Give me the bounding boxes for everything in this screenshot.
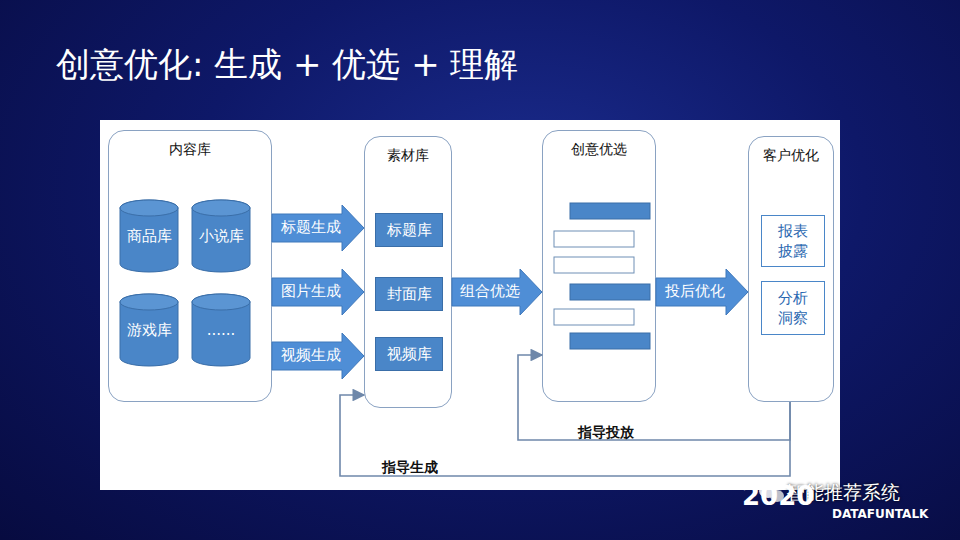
arrow-label: 组合优选 (460, 282, 520, 301)
ranked-bar (570, 333, 650, 349)
logo-text: DATAFUNTALK (832, 507, 928, 521)
arrow-label: 标题生成 (281, 218, 341, 237)
ranked-bar (554, 231, 634, 247)
box-text: ...... (191, 321, 251, 339)
cylinder-top (120, 294, 178, 310)
ranked-bar (554, 309, 634, 325)
box-text: 标题库 (387, 221, 432, 240)
block-arrow (272, 205, 364, 251)
box-heading: 内容库 (109, 141, 271, 159)
box-text: 视频库 (387, 345, 432, 364)
cylinder-body (120, 294, 178, 366)
database-cylinder: 游戏库 (119, 293, 179, 367)
box-heading: 素材库 (365, 147, 451, 165)
cylinder-body (192, 294, 250, 366)
feedback-line (518, 355, 790, 440)
line-label: 指导生成 (382, 459, 438, 477)
feedback-line (340, 395, 790, 476)
block-arrow (656, 269, 748, 315)
ranked-bar (570, 203, 650, 219)
slide-title: 创意优化: 生成 + 优选 + 理解 (56, 42, 518, 88)
cylinder-body (120, 200, 178, 272)
ranked-bar (554, 257, 634, 273)
container-box: 客户优化报表 披露分析 洞察 (748, 136, 834, 402)
output-box: 报表 披露 (761, 215, 825, 267)
block-arrow (272, 269, 364, 315)
box-text: 游戏库 (119, 321, 179, 340)
database-cylinder: ...... (191, 293, 251, 367)
arrow-label: 投后优化 (665, 282, 725, 301)
box-text: 小说库 (191, 227, 251, 246)
watermark-text: 智能推荐系统 (786, 480, 900, 506)
logo-year: 2020 (742, 481, 814, 511)
box-heading: 客户优化 (749, 147, 833, 165)
database-cylinder: 小说库 (191, 199, 251, 273)
container-box: 素材库标题库封面库视频库 (364, 136, 452, 408)
database-cylinder: 商品库 (119, 199, 179, 273)
cylinder-top (192, 294, 250, 310)
wechat-icon (759, 484, 784, 502)
line-label: 指导投放 (578, 424, 634, 442)
library-box: 标题库 (375, 213, 443, 247)
output-box: 分析 洞察 (761, 281, 825, 335)
box-heading: 创意优选 (543, 141, 655, 159)
library-box: 封面库 (375, 277, 443, 311)
block-arrow (452, 269, 542, 315)
library-box: 视频库 (375, 337, 443, 371)
container-box: 内容库商品库小说库游戏库...... (108, 130, 272, 402)
cylinder-top (120, 200, 178, 216)
box-text: 商品库 (119, 227, 179, 246)
block-arrow (272, 333, 364, 379)
box-text: 封面库 (387, 285, 432, 304)
box-text: 分析 洞察 (776, 288, 811, 329)
ranked-bar (570, 284, 650, 300)
cylinder-top (192, 200, 250, 216)
container-box: 创意优选 (542, 130, 656, 402)
cylinder-body (192, 200, 250, 272)
arrow-label: 视频生成 (281, 346, 341, 365)
arrow-label: 图片生成 (281, 282, 341, 301)
box-text: 报表 披露 (776, 221, 811, 262)
